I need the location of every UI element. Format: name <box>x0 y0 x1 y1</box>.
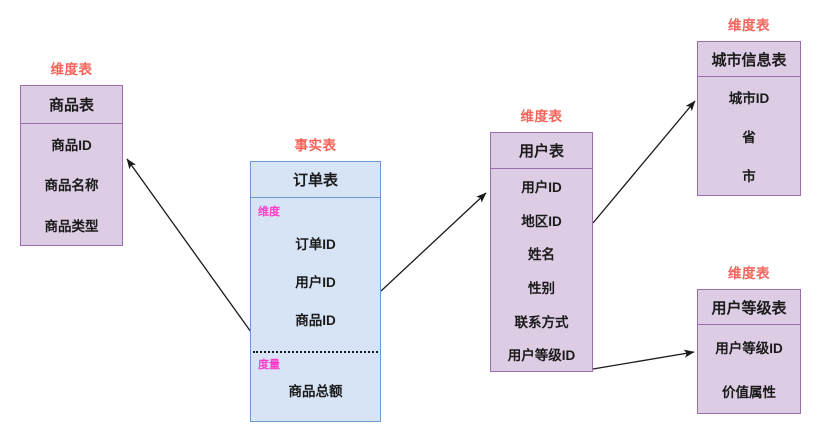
field-row: 用户ID <box>521 179 562 195</box>
table-user-level-fields: 用户等级ID 价值属性 <box>698 325 800 413</box>
table-city[interactable]: 城市信息表 城市ID 省 市 <box>697 41 801 196</box>
caption-user-table: 维度表 <box>520 109 563 124</box>
field-row: 商品ID <box>51 138 92 154</box>
field-row: 商品总额 <box>288 384 343 399</box>
field-row: 商品ID <box>295 313 336 328</box>
section-label-measure: 度量 <box>258 359 280 371</box>
field-row: 用户等级ID <box>507 348 576 364</box>
arrow-fact-to-user <box>380 192 487 292</box>
arrow-user-to-level <box>592 349 695 370</box>
table-user-level-title: 用户等级表 <box>698 290 800 325</box>
table-user-level[interactable]: 用户等级表 用户等级ID 价值属性 <box>697 289 801 414</box>
table-city-title: 城市信息表 <box>698 42 800 77</box>
table-fact-order[interactable]: 订单表 维度 订单ID 用户ID 商品ID 度量 商品总额 <box>250 161 381 422</box>
table-fact-fields: 维度 订单ID 用户ID 商品ID 度量 商品总额 <box>251 198 380 421</box>
caption-fact-table: 事实表 <box>294 138 337 153</box>
table-product[interactable]: 商品表 商品ID 商品名称 商品类型 <box>20 85 123 246</box>
arrow-fact-to-product <box>126 158 252 333</box>
measure-divider <box>253 351 378 353</box>
caption-product-table: 维度表 <box>50 62 93 77</box>
field-row: 性别 <box>528 280 555 296</box>
table-user-title: 用户表 <box>491 133 592 169</box>
field-row: 价值属性 <box>722 385 776 400</box>
field-row: 市 <box>742 169 756 185</box>
field-row: 省 <box>742 129 756 145</box>
field-row: 城市ID <box>728 90 770 106</box>
table-product-title: 商品表 <box>21 86 122 124</box>
caption-city-table: 维度表 <box>728 18 770 33</box>
field-row: 商品名称 <box>44 178 99 194</box>
table-user-fields: 用户ID 地区ID 姓名 性别 联系方式 用户等级ID <box>491 169 592 371</box>
field-row: 联系方式 <box>514 314 569 330</box>
section-label-dimension: 维度 <box>258 206 280 218</box>
table-product-fields: 商品ID 商品名称 商品类型 <box>21 124 122 245</box>
caption-level-table: 维度表 <box>728 266 770 281</box>
field-row: 地区ID <box>521 213 562 229</box>
field-row: 用户等级ID <box>715 341 783 356</box>
arrow-user-to-city <box>592 100 696 224</box>
table-fact-title: 订单表 <box>251 162 380 198</box>
field-row: 姓名 <box>528 247 555 263</box>
table-city-fields: 城市ID 省 市 <box>698 77 800 195</box>
field-row: 订单ID <box>295 237 336 252</box>
field-row: 商品类型 <box>44 218 99 234</box>
field-row: 用户ID <box>295 275 336 290</box>
table-user[interactable]: 用户表 用户ID 地区ID 姓名 性别 联系方式 用户等级ID <box>490 132 593 372</box>
